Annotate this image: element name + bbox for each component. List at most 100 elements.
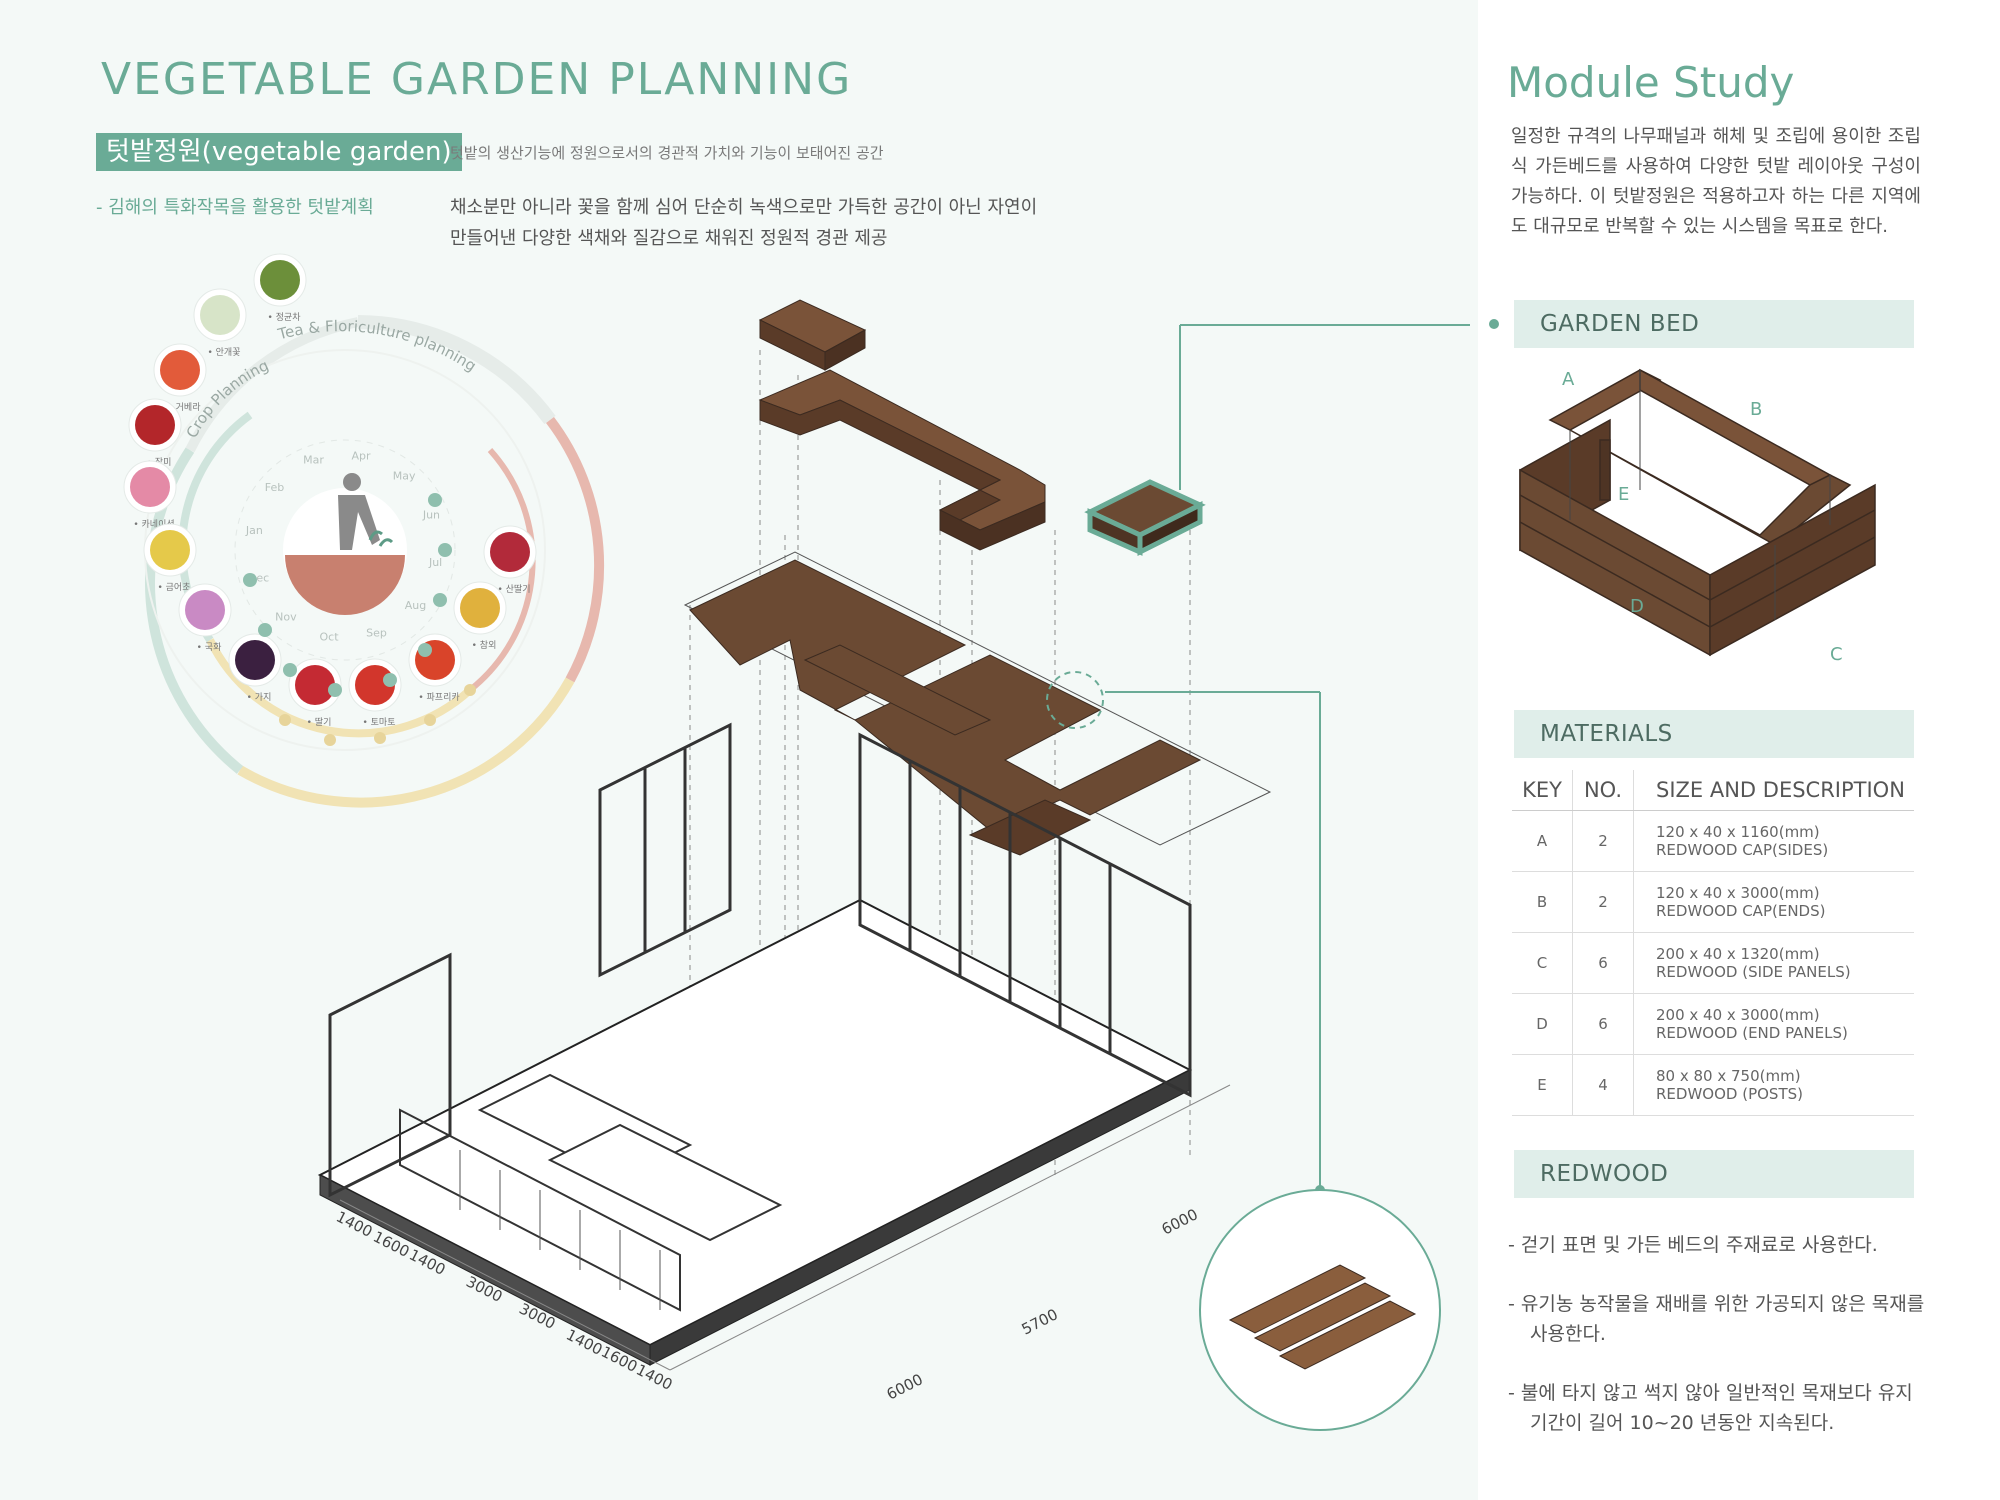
redwood-heading: REDWOOD [1514,1150,1914,1198]
column-key: KEY [1512,770,1573,811]
soil-icon [285,555,405,615]
row-desc: REDWOOD (POSTS) [1656,1085,1803,1103]
crop-label: • 카네이션 [133,519,174,530]
garden-bed-module-top [758,299,867,371]
table-row: E 4 80 x 80 x 750(mm)REDWOOD (POSTS) [1512,1054,1914,1116]
list-item: - 유기농 농작물을 재배를 위한 가공되지 않은 목재를 사용한다. [1508,1293,1925,1345]
crop-icon [185,590,225,630]
module-study-title: Module Study [1507,58,1795,107]
row-size: 200 x 40 x 3000(mm) [1656,1006,1820,1024]
module-study-description: 일정한 규격의 나무패널과 해체 및 조립에 용이한 조립식 가든베드를 사용하… [1511,126,1921,237]
bed-label-c: C [1830,644,1843,665]
month-label: May [393,470,416,483]
row-size-desc: 120 x 40 x 3000(mm)REDWOOD CAP(ENDS) [1633,871,1914,933]
bed-label-d: D [1630,596,1644,617]
table-row: D 6 200 x 40 x 3000(mm)REDWOOD (END PANE… [1512,993,1914,1055]
bed-label-b: B [1750,399,1762,420]
crop-label: • 토마토 [362,717,395,728]
row-key: D [1512,993,1573,1055]
crop-icon [295,665,335,705]
crop-wheel-diagram: Tea & Floriculture planning Crop Plannin… [123,253,605,808]
row-key: A [1512,810,1573,872]
crop-label: • 가지 [247,692,272,703]
table-row: B 2 120 x 40 x 3000(mm)REDWOOD CAP(ENDS) [1512,871,1914,933]
month-label: Jan [245,524,263,537]
concept-description: 채소분만 아니라 꽃을 함께 심어 단순히 녹색으로만 가득한 공간이 아닌 자… [450,197,1038,249]
row-no: 6 [1572,932,1634,994]
month-label: Oct [320,631,340,644]
crop-icon [260,260,300,300]
table-header-row: KEY NO. SIZE AND DESCRIPTION [1512,770,1914,811]
row-size-desc: 200 x 40 x 3000(mm)REDWOOD (END PANELS) [1633,993,1914,1055]
crop-label: • 딸기 [307,716,332,728]
crop-icon [150,530,190,570]
row-size: 120 x 40 x 3000(mm) [1656,884,1820,902]
column-size-description: SIZE AND DESCRIPTION [1633,770,1914,811]
tagline: - 김해의 특화작목을 활용한 텃밭계획 [96,197,374,218]
row-size-desc: 120 x 40 x 1160(mm)REDWOOD CAP(SIDES) [1633,810,1914,872]
column-no: NO. [1572,770,1634,811]
crop-label: • 정균차 [267,311,301,323]
row-size: 80 x 80 x 750(mm) [1656,1067,1801,1085]
subtitle-description: 텃밭의 생산기능에 정원으로서의 경관적 가치와 기능이 보태어진 공간 [450,144,884,162]
crop-icon [460,588,500,628]
row-size-desc: 200 x 40 x 1320(mm)REDWOOD (SIDE PANELS) [1633,932,1914,994]
table-row: A 2 120 x 40 x 1160(mm)REDWOOD CAP(SIDES… [1512,810,1914,872]
garden-bed-heading: GARDEN BED [1514,300,1914,348]
row-desc: REDWOOD (END PANELS) [1656,1024,1848,1042]
row-no: 2 [1572,810,1634,872]
month-label: Apr [351,449,371,462]
page-title: VEGETABLE GARDEN PLANNING [101,54,853,105]
crop-label: • 참외 [472,639,497,651]
row-no: 6 [1572,993,1634,1055]
dimension-label: 1400 [633,1361,675,1394]
materials-heading: MATERIALS [1514,710,1914,758]
row-no: 2 [1572,871,1634,933]
crop-icon [200,295,240,335]
crop-label: • 산딸기 [497,583,530,595]
list-item: - 걷기 표면 및 가든 베드의 주재료로 사용한다. [1508,1234,1878,1256]
row-size: 200 x 40 x 1320(mm) [1656,945,1820,963]
month-label: Sep [366,626,387,639]
subtitle-badge: 텃밭정원(vegetable garden) [96,133,462,171]
deck-layer [683,551,1325,1195]
dimension-label: 6000 [884,1370,926,1403]
row-key: E [1512,1054,1573,1116]
crop-icon [135,405,175,445]
crop-icon [235,640,275,680]
bed-label-e: E [1618,484,1629,505]
farmer-icon [343,473,361,491]
row-key: C [1512,932,1573,994]
redwood-detail-circle [1199,1189,1441,1431]
crop-icon [160,350,200,390]
row-desc: REDWOOD CAP(ENDS) [1656,902,1826,920]
row-size: 120 x 40 x 1160(mm) [1656,823,1820,841]
month-label: Nov [275,610,297,623]
month-label: Aug [405,599,426,612]
dimension-label: 6000 [1159,1205,1201,1238]
crop-label: • 안개꽃 [207,347,240,358]
garden-bed-diagram: A B C D E [1519,368,1876,665]
connector-dot [1489,319,1499,329]
crop-icon [490,532,530,572]
crop-label: • 금어초 [157,582,190,593]
crop-label: • 파프리카 [418,692,459,703]
crop-label: • 국화 [197,642,222,653]
month-label: Mar [303,454,324,467]
month-label: Jun [422,509,440,522]
month-label: Feb [265,481,284,494]
row-no: 4 [1572,1054,1634,1116]
crop-label: • 거베라 [167,402,201,413]
materials-table: KEY NO. SIZE AND DESCRIPTION A 2 120 x 4… [1512,770,1914,1116]
crop-icon [130,467,170,507]
row-desc: REDWOOD CAP(SIDES) [1656,841,1829,859]
month-label: Jul [428,556,442,569]
row-size-desc: 80 x 80 x 750(mm)REDWOOD (POSTS) [1633,1054,1914,1116]
garden-bed-l-shape [758,369,1046,551]
table-row: C 6 200 x 40 x 1320(mm)REDWOOD (SIDE PAN… [1512,932,1914,994]
redwood-list: - 걷기 표면 및 가든 베드의 주재료로 사용한다. - 유기농 농작물을 재… [1508,1230,1928,1467]
list-item: - 불에 타지 않고 썩지 않아 일반적인 목재보다 유지기간이 길어 10~2… [1508,1382,1913,1434]
bed-label-a: A [1562,369,1575,390]
